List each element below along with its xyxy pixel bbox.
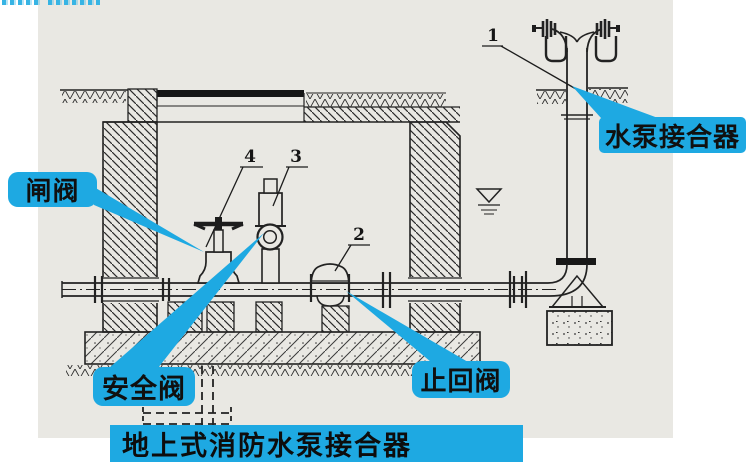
water-level-symbol — [475, 188, 503, 215]
leader-lines — [205, 45, 577, 272]
part-number-2: 2 — [353, 225, 365, 245]
safety-valve-symbol — [255, 178, 286, 284]
check-valve-pointer — [346, 291, 468, 362]
pipe-supports — [167, 301, 350, 333]
part-number-3: 3 — [290, 147, 302, 167]
part-number-4: 4 — [244, 147, 256, 167]
pipe-flanges — [93, 271, 528, 308]
gate-valve-pointer — [94, 187, 204, 252]
suction-pipe — [61, 271, 556, 308]
check-valve-symbol — [309, 263, 351, 307]
hose-coupling-right — [595, 19, 617, 39]
valve-handle-hub — [215, 217, 222, 230]
pump-adapter-pointer — [572, 86, 658, 118]
callout-pump-adapter: 水泵接合器 — [599, 117, 746, 153]
safety-valve-pointer — [109, 233, 264, 368]
watermark-logo — [2, 0, 100, 5]
callout-check-valve: 止回阀 — [412, 361, 510, 398]
manhole-cover — [157, 90, 304, 97]
callout-gate-valve: 闸阀 — [8, 172, 97, 207]
ground-and-cover — [60, 88, 460, 123]
coupling-cap-left — [544, 36, 568, 63]
riser-flange — [556, 258, 596, 265]
callout-pointers — [94, 86, 658, 368]
chamber-walls — [101, 121, 462, 333]
callout-safety-valve: 安全阀 — [93, 367, 195, 406]
hose-coupling-left — [536, 19, 557, 39]
watermark-segment — [48, 0, 100, 5]
pump-adapter-riser — [530, 19, 628, 346]
part-number-1: 1 — [487, 26, 499, 46]
watermark-segment — [2, 0, 42, 5]
diagram-caption: 地上式消防水泵接合器 — [110, 425, 523, 462]
thrust-block — [546, 310, 613, 346]
coupling-cap-right — [594, 36, 618, 63]
